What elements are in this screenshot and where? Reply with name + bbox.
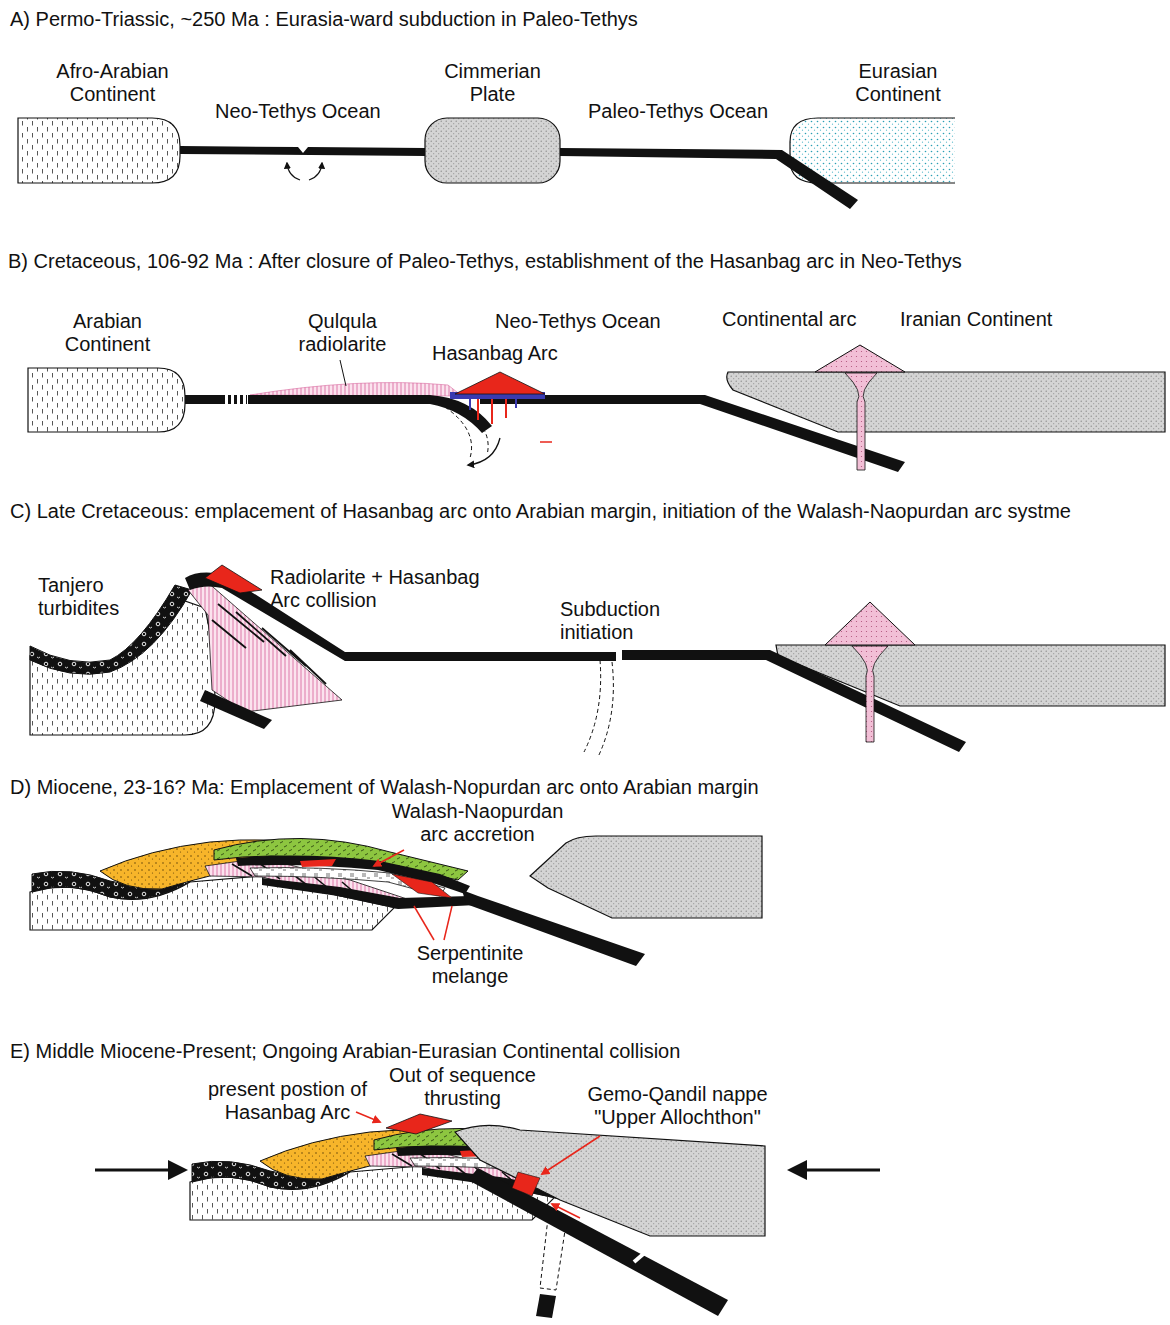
convergence-arrow	[787, 1160, 807, 1180]
panel-d-art	[30, 836, 762, 966]
hasanbag-arc	[386, 1114, 452, 1134]
feature-label: Iranian Continent	[900, 308, 1140, 331]
thrust-lines	[212, 604, 326, 684]
cimmerian-block	[425, 118, 560, 183]
red-mark	[540, 441, 552, 443]
thrust-arrow	[552, 1204, 580, 1218]
feature-label: present postion of Hasanbag Arc	[205, 1078, 370, 1124]
panel-b-art	[28, 345, 1165, 472]
initiation-trace	[584, 660, 601, 752]
panel-a-art	[18, 118, 955, 209]
panel-heading: E) Middle Miocene-Present; Ongoing Arabi…	[10, 1040, 1160, 1063]
leader-line	[374, 850, 404, 866]
detached-slab	[536, 1294, 556, 1318]
neo-tethys-slab	[180, 146, 425, 156]
slab-break	[634, 1250, 648, 1262]
leader-line	[414, 906, 434, 940]
rollback-trace	[445, 407, 472, 458]
panel-e-art	[95, 1112, 880, 1318]
panel-heading: D) Miocene, 23-16? Ma: Emplacement of Wa…	[10, 776, 1160, 799]
panel-heading: B) Cretaceous, 106-92 Ma : After closure…	[8, 250, 1166, 273]
iranian-block	[727, 372, 1165, 432]
continental-arc	[815, 345, 905, 372]
iranian-block	[455, 1125, 765, 1236]
hasanbag-arc	[205, 565, 262, 593]
leader-line	[340, 360, 346, 386]
panel-heading: A) Permo-Triassic, ~250 Ma : Eurasia-war…	[10, 8, 1160, 31]
feature-label: Tanjero turbidites	[38, 574, 148, 620]
paleo-tethys-slab	[560, 148, 858, 209]
afro-arabian-block	[18, 118, 180, 183]
hasanbag-arc	[455, 372, 545, 394]
convergence-arrow	[805, 1169, 880, 1172]
arc-dikes	[470, 399, 516, 410]
spreading-arrow	[287, 163, 300, 180]
accreted-stack	[30, 838, 476, 930]
feature-label: Continental arc	[722, 308, 892, 331]
convergence-arrow	[168, 1160, 188, 1180]
panel-c-art	[30, 565, 1165, 757]
arabian-block	[28, 368, 185, 432]
leader-line	[542, 1136, 600, 1174]
feature-label: Afro-Arabian Continent	[40, 60, 185, 106]
subducting-slab	[248, 395, 492, 433]
continental-arc	[825, 602, 915, 645]
arc-dikes	[478, 399, 506, 424]
feature-label: Out of sequence thrusting	[375, 1064, 550, 1110]
panel-heading: C) Late Cretaceous: emplacement of Hasan…	[10, 500, 1160, 523]
convergence-arrow	[95, 1169, 170, 1172]
upper-allochthon-sliver	[512, 1172, 540, 1196]
feature-label: Serpentinite melange	[405, 942, 535, 988]
rollback-arrow	[468, 438, 500, 465]
iranian-block	[776, 645, 1165, 706]
feature-label: Gemo-Qandil nappe "Upper Allochthon"	[560, 1083, 795, 1129]
serpentinite-sliver	[300, 859, 336, 867]
feature-label: Eurasian Continent	[833, 60, 963, 106]
feature-label: Qulqula radiolarite	[285, 310, 400, 356]
feature-label: Radiolarite + Hasanbag Arc collision	[270, 566, 510, 612]
slab-break	[228, 395, 247, 404]
feature-label: Arabian Continent	[45, 310, 170, 356]
neo-tethys-slab	[622, 650, 966, 752]
feature-label: Neo-Tethys Ocean	[215, 100, 435, 123]
serpentinite-sliver	[392, 874, 452, 898]
spreading-arrow	[309, 163, 322, 180]
feature-label: Walash-Naopurdan arc accretion	[385, 800, 570, 846]
radiolarite-layer	[250, 383, 462, 396]
feature-label: Subduction initiation	[560, 598, 685, 644]
arc-pluton	[852, 646, 888, 742]
slab-stub	[185, 395, 225, 404]
feature-label: Cimmerian Plate	[430, 60, 555, 106]
feature-label: Paleo-Tethys Ocean	[588, 100, 808, 123]
arabian-underthrust	[200, 690, 272, 729]
leader-line	[444, 906, 452, 940]
arc-pluton	[845, 373, 877, 470]
rollback-trace	[458, 404, 488, 455]
feature-label: Hasanbag Arc	[432, 342, 602, 365]
feature-label: Neo-Tethys Ocean	[495, 310, 715, 333]
iranian-block	[530, 836, 762, 918]
leader-line	[356, 1112, 380, 1122]
detached-slab-trace	[540, 1218, 566, 1290]
